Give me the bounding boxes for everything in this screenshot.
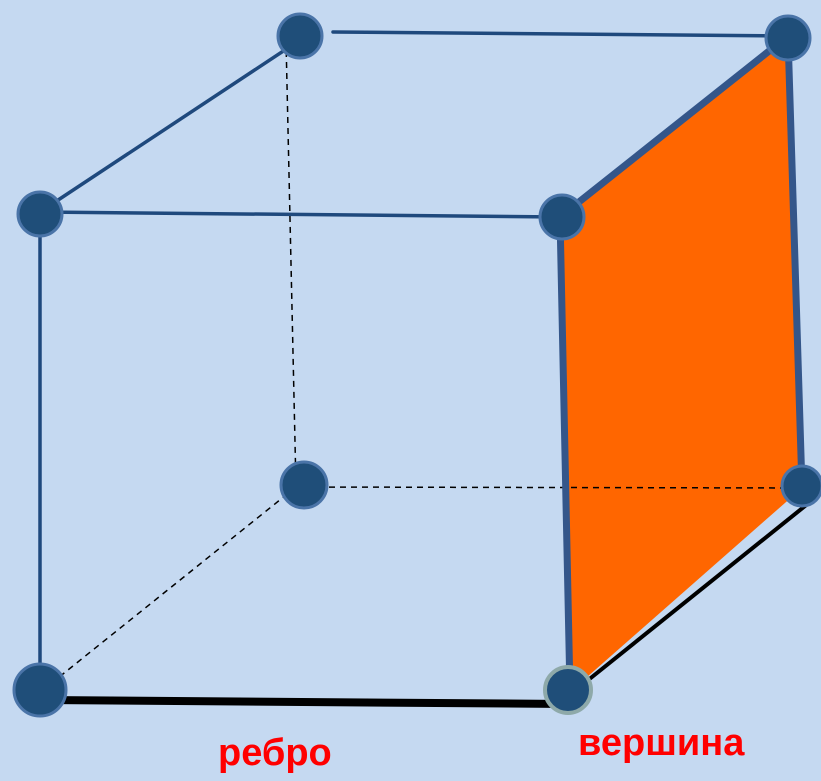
hidden-edge [295,486,803,489]
vertex [16,190,64,238]
vertex [279,460,329,510]
vertex [780,464,821,508]
vertex [538,193,586,241]
highlighted-face [560,36,802,692]
vertex-label: вершина [578,722,745,764]
vertex [276,12,324,60]
cube-edge [556,213,574,696]
cube-edge [784,32,806,492]
back-bottom-edge [570,500,812,695]
cube-edge [556,32,792,221]
edge-label: ребро [218,732,332,774]
hidden-edge [42,486,297,691]
highlighted-edge [39,696,572,708]
vertex [12,662,68,718]
highlighted-vertex [543,665,593,715]
cube-edge [38,210,562,219]
cube-edge [38,38,302,214]
vertex [764,14,812,62]
cube-edge [331,30,790,38]
hidden-edge [285,39,297,488]
